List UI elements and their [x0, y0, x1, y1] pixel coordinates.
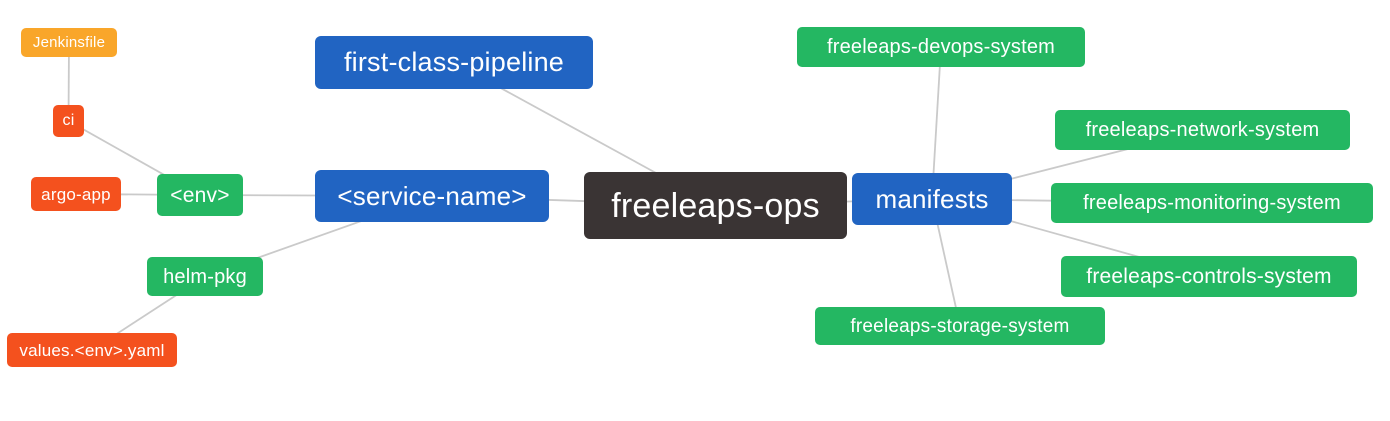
node-freeleaps-storage-system[interactable]: freeleaps-storage-system	[815, 307, 1105, 345]
node-freeleaps-ops[interactable]: freeleaps-ops	[584, 172, 847, 239]
node-freeleaps-devops-system[interactable]: freeleaps-devops-system	[797, 27, 1085, 67]
node-freeleaps-network-system[interactable]: freeleaps-network-system	[1055, 110, 1350, 150]
node-freeleaps-controls-system[interactable]: freeleaps-controls-system	[1061, 256, 1357, 297]
node-jenkinsfile[interactable]: Jenkinsfile	[21, 28, 117, 57]
node-service-name[interactable]: <service-name>	[315, 170, 549, 222]
node-argo-app[interactable]: argo-app	[31, 177, 121, 211]
node-ci[interactable]: ci	[53, 105, 84, 137]
node-helm-pkg[interactable]: helm-pkg	[147, 257, 263, 296]
node-first-class-pipeline[interactable]: first-class-pipeline	[315, 36, 593, 89]
node-env[interactable]: <env>	[157, 174, 243, 216]
node-values-env-yaml[interactable]: values.<env>.yaml	[7, 333, 177, 367]
node-manifests[interactable]: manifests	[852, 173, 1012, 225]
node-freeleaps-monitoring-system[interactable]: freeleaps-monitoring-system	[1051, 183, 1373, 223]
